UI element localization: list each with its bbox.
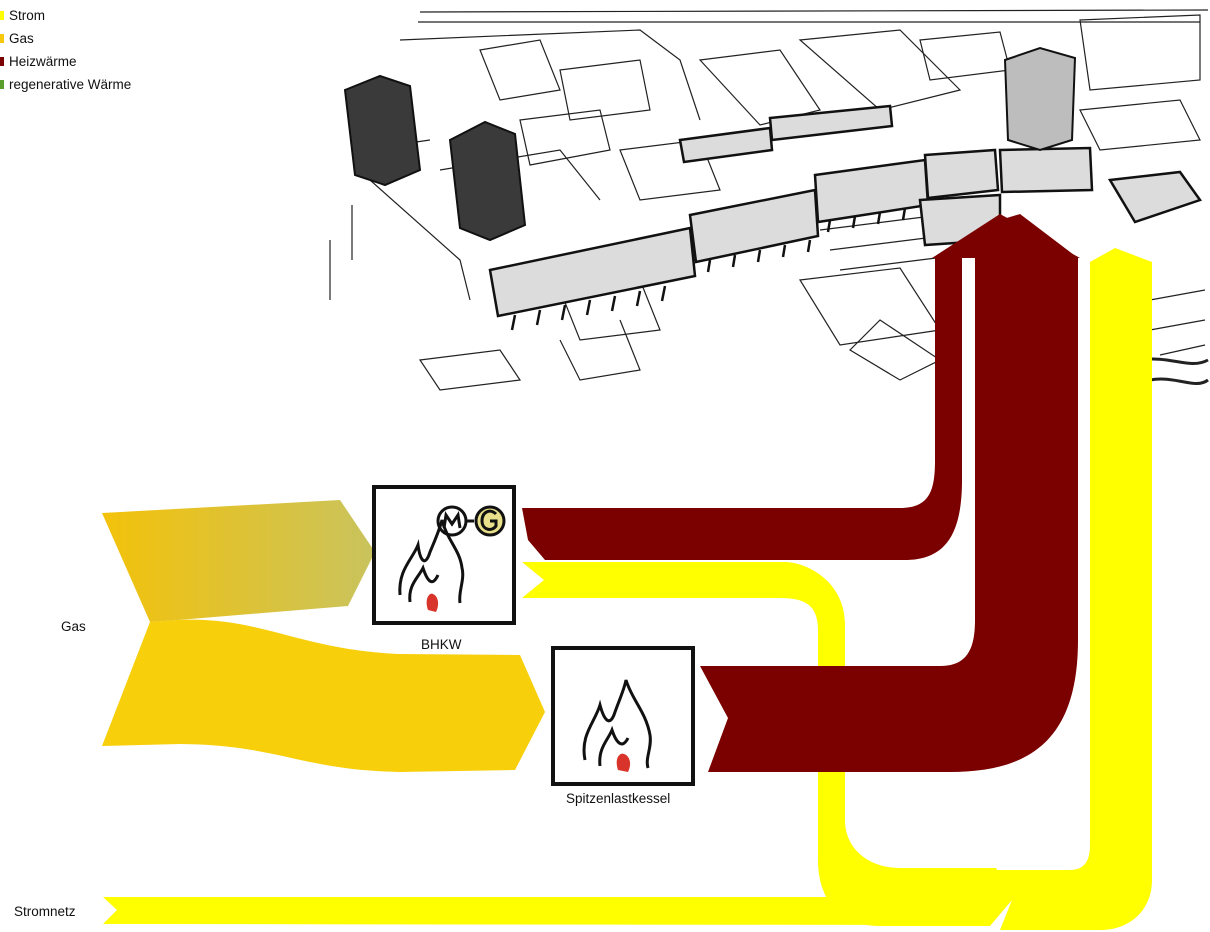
legend-item-heizwaerme: Heizwärme (0, 50, 131, 73)
flame-motor-generator-icon (398, 505, 506, 604)
gas-source-label: Gas (61, 619, 86, 634)
grid-power-flow (103, 870, 1005, 925)
legend-swatch (0, 57, 4, 66)
gas-flow-to-bhkw (102, 500, 375, 622)
peak-boiler-box (551, 646, 695, 786)
peak-boiler-heat-flow (700, 214, 1078, 772)
building-sketch-icon (329, 9, 1209, 391)
grid-source-label: Stromnetz (14, 904, 76, 919)
legend-swatch (0, 11, 4, 20)
legend-label: regenerative Wärme (9, 77, 132, 92)
legend: Strom Gas Heizwärme regenerative Wärme (0, 4, 131, 96)
power-riser-flow (990, 248, 1152, 930)
legend-item-strom: Strom (0, 4, 131, 27)
legend-swatch (0, 80, 4, 89)
legend-swatch (0, 34, 4, 43)
legend-label: Heizwärme (9, 54, 77, 69)
legend-label: Strom (9, 8, 46, 23)
flame-icon (582, 679, 652, 769)
legend-item-regenerative-waerme: regenerative Wärme (0, 73, 131, 96)
bhkw-box (372, 485, 516, 625)
chp-power-flow (522, 562, 1012, 926)
legend-label: Gas (9, 31, 34, 46)
legend-item-gas: Gas (0, 27, 131, 50)
bhkw-label: BHKW (421, 637, 462, 652)
peak-boiler-label: Spitzenlastkessel (566, 791, 671, 806)
chp-heat-flow (522, 258, 962, 560)
heat-arrow-head (932, 214, 1080, 258)
gas-flow-to-peak-boiler (102, 619, 545, 772)
